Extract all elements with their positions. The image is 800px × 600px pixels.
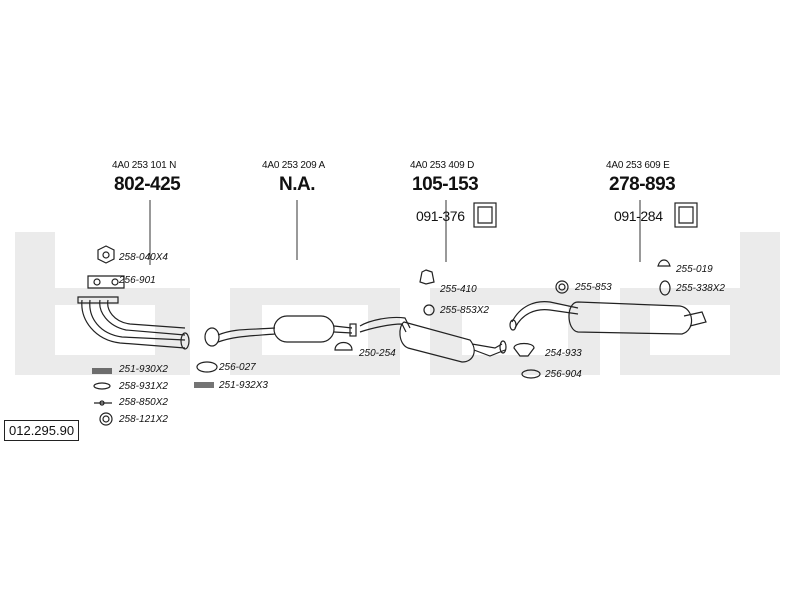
part-icons bbox=[87, 245, 671, 426]
kit-number-box: 012.295.90 bbox=[4, 420, 80, 441]
part-label: 251-930X2 bbox=[119, 364, 168, 375]
section-3-oe-ref: 4A0 253 409 D bbox=[410, 160, 475, 171]
part-label: 255-019 bbox=[676, 264, 713, 275]
part-label: 256-904 bbox=[545, 369, 582, 380]
part-label: 255-853X2 bbox=[440, 305, 489, 316]
section-2-oe-ref: 4A0 253 209 A bbox=[262, 160, 326, 171]
section-4-bracket-code: 091-284 bbox=[614, 208, 663, 224]
part-label: 255-853 bbox=[575, 282, 612, 293]
middle-silencer-drawing bbox=[359, 316, 507, 363]
front-silencer-drawing bbox=[204, 315, 357, 347]
section-1-oe-ref: 4A0 253 101 N bbox=[112, 160, 177, 171]
section-2-part-code: N.A. bbox=[279, 174, 316, 195]
part-label: 256-027 bbox=[219, 362, 256, 373]
rear-silencer-drawing bbox=[509, 301, 707, 335]
part-label: 255-410 bbox=[440, 284, 477, 295]
part-label: 254-933 bbox=[545, 348, 582, 359]
part-label: 255-338X2 bbox=[676, 283, 725, 294]
part-label: 258-931X2 bbox=[119, 381, 168, 392]
part-label: 258-850X2 bbox=[119, 397, 168, 408]
manifold-downpipe-drawing bbox=[77, 296, 190, 350]
part-label: 251-932X3 bbox=[219, 380, 268, 391]
part-label: 258-121X2 bbox=[119, 414, 168, 425]
section-3-bracket-code: 091-376 bbox=[416, 208, 465, 224]
section-4-oe-ref: 4A0 253 609 E bbox=[606, 160, 670, 171]
section-4-part-code: 278-893 bbox=[609, 174, 676, 195]
bracket-091-376-drawing bbox=[473, 202, 497, 228]
bracket-091-284-drawing bbox=[674, 202, 698, 228]
section-3-part-code: 105-153 bbox=[412, 174, 479, 195]
part-label: 256-901 bbox=[119, 275, 156, 286]
part-label: 258-040X4 bbox=[119, 252, 168, 263]
section-1-part-code: 802-425 bbox=[114, 174, 181, 195]
part-label: 250-254 bbox=[359, 348, 396, 359]
